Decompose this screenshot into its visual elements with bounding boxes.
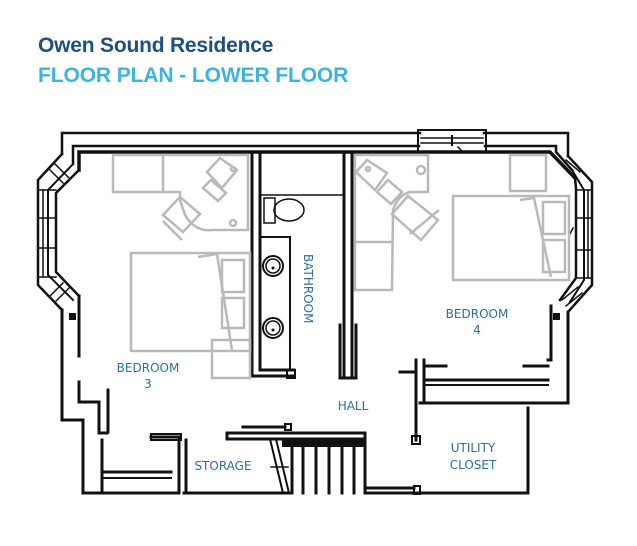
label-bathroom: BATHROOM — [301, 254, 315, 323]
toilet-bowl-icon — [273, 198, 305, 222]
label-bedroom-3-number: 3 — [144, 377, 152, 391]
bed-4 — [451, 194, 571, 282]
room-labels: BEDROOM 3 BEDROOM 4 BATHROOM HALL STORAG… — [117, 254, 509, 473]
window-top — [417, 129, 487, 153]
staircase — [268, 437, 367, 495]
furniture-bedroom-3 — [111, 153, 252, 380]
label-bedroom-4: BEDROOM — [446, 307, 509, 321]
bay-window-left — [36, 152, 81, 320]
bathroom-fixtures — [262, 197, 305, 339]
label-utility: UTILITY — [451, 441, 496, 455]
exterior-walls — [36, 129, 594, 495]
sink-icon — [262, 255, 284, 277]
label-bedroom-3: BEDROOM — [117, 361, 180, 375]
plan-subtitle: FLOOR PLAN - LOWER FLOOR — [38, 64, 349, 87]
label-closet: CLOSET — [450, 458, 497, 472]
label-storage: STORAGE — [194, 459, 251, 473]
label-bedroom-4-number: 4 — [473, 323, 481, 337]
bed-3 — [129, 251, 252, 353]
furniture-bedroom-4 — [353, 153, 571, 292]
label-hall: HALL — [338, 399, 369, 413]
bay-window-right — [553, 154, 594, 320]
toilet-tank-icon — [263, 197, 276, 224]
sink-icon — [262, 317, 284, 339]
plan-title: Owen Sound Residence — [38, 34, 274, 57]
